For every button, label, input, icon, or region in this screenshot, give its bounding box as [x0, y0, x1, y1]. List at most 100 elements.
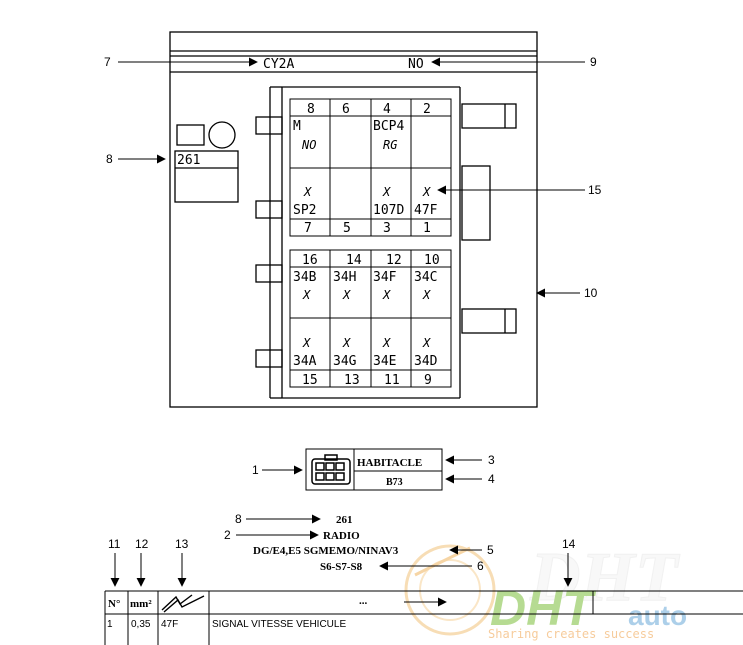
watermark: DHT DHT auto Sharing creates success [404, 539, 687, 641]
callout-4: 4 [488, 472, 495, 486]
pin-x-mark: X [422, 185, 431, 199]
wire-table [104, 590, 743, 645]
pin-wire-code: 34D [414, 354, 438, 369]
pin-number: 4 [383, 102, 391, 117]
section-zigzag-icon [161, 594, 205, 613]
pin-x-mark: X [382, 185, 391, 199]
pin-x-mark: X [303, 185, 312, 199]
callout-6: 6 [477, 559, 484, 573]
pin-number: 6 [342, 102, 350, 117]
upper-pin-block [289, 98, 452, 237]
pin-number: 1 [423, 221, 431, 236]
pin-wire-code: 34G [333, 354, 357, 369]
pin-wire-code: 34E [373, 354, 396, 369]
callout-1: 1 [252, 463, 259, 477]
cell-number: 1 [107, 619, 113, 630]
pin-wire-code: 34H [333, 270, 356, 285]
pin-wire-code: 34A [293, 354, 317, 369]
pin-x-mark: X [342, 336, 351, 350]
pin-x-mark: X [422, 288, 431, 302]
legend-number: 261 [336, 514, 353, 526]
legend-callout-numbers: 1 3 4 8 2 5 6 [224, 453, 495, 573]
pin-number: 10 [424, 253, 440, 268]
callout-3: 3 [488, 453, 495, 467]
watermark-brand-auto: auto [628, 600, 687, 631]
header-dots: ... [359, 595, 368, 607]
pin-wire-color: RG [383, 138, 397, 152]
wire-table-header: N° mm² ... [108, 595, 368, 610]
pin-number: 13 [344, 373, 360, 388]
callout-13: 13 [175, 537, 189, 551]
pin-number: 8 [307, 102, 315, 117]
watermark-brand-dht: DHT [490, 580, 597, 636]
callout-numbers: 7 9 8 15 10 [104, 55, 602, 300]
pin-wire-color: NO [301, 138, 316, 152]
pin-x-mark: X [342, 288, 351, 302]
legend-function: RADIO [323, 530, 360, 542]
callout-8b: 8 [235, 512, 242, 526]
cell-function: SIGNAL VITESSE VEHICULE [212, 619, 346, 630]
lower-block-labels: 16 14 12 10 34B 34H 34F 34C X X X X X X … [293, 253, 440, 388]
pin-number: 2 [423, 102, 431, 117]
watermark-tagline: Sharing creates success [488, 627, 654, 641]
pin-wire-code: 34C [414, 270, 437, 285]
number-box-value: 261 [177, 153, 200, 168]
callout-11: 11 [108, 537, 121, 551]
pin-wire-code: 47F [414, 203, 438, 218]
connector-color: NO [408, 57, 424, 72]
callout-12: 12 [135, 537, 149, 551]
pin-wire-code: M [293, 119, 301, 134]
callout-arrows [118, 57, 585, 298]
legend-options: S6-S7-S8 [320, 561, 363, 573]
upper-block-labels: 8 6 4 2 M BCP4 NO RG X X X SP2 107D 47F … [293, 102, 438, 236]
circle-icon [208, 121, 236, 149]
header-number: N° [108, 598, 120, 610]
pin-x-mark: X [382, 288, 391, 302]
pin-number: 5 [343, 221, 351, 236]
pin-wire-code: 107D [373, 203, 404, 218]
pin-wire-code: BCP4 [373, 119, 404, 134]
pin-number: 14 [346, 253, 362, 268]
callout-8: 8 [106, 152, 113, 166]
pin-x-mark: X [382, 336, 391, 350]
legend-location: HABITACLE [357, 457, 422, 469]
square-icon [176, 124, 205, 146]
connector-code: CY2A [263, 57, 294, 72]
pin-wire-code: SP2 [293, 203, 316, 218]
legend-code: B73 [386, 477, 403, 488]
callout-15: 15 [588, 183, 602, 197]
callout-9: 9 [590, 55, 597, 69]
callout-10: 10 [584, 286, 598, 300]
pin-number: 12 [386, 253, 402, 268]
pin-x-mark: X [422, 336, 431, 350]
cell-wire: 47F [161, 619, 178, 630]
pin-number: 9 [424, 373, 432, 388]
legend-callout-arrows [236, 455, 482, 571]
wire-table-row: 1 0,35 47F SIGNAL VITESSE VEHICULE [107, 619, 346, 630]
connector-frame [169, 31, 538, 408]
pin-number: 15 [302, 373, 318, 388]
callout-2: 2 [224, 528, 231, 542]
pin-number: 3 [383, 221, 391, 236]
callout-14: 14 [562, 537, 576, 551]
pin-number: 11 [384, 373, 400, 388]
cell-section: 0,35 [131, 619, 151, 630]
lower-pin-block [289, 249, 452, 388]
pin-x-mark: X [302, 336, 311, 350]
connector-icon [311, 454, 351, 485]
legend-equipment: DG/E4,E5 SGMEMO/NINAV3 [253, 545, 399, 557]
legend-box [305, 448, 443, 491]
callout-5: 5 [487, 543, 494, 557]
pin-x-mark: X [302, 288, 311, 302]
watermark-ghost: DHT [529, 539, 681, 616]
column-callout-arrows [110, 553, 573, 607]
header-section: mm² [130, 598, 152, 610]
pin-number: 7 [304, 221, 312, 236]
legend-text: 261 RADIO DG/E4,E5 SGMEMO/NINAV3 S6-S7-S… [253, 514, 399, 573]
pin-wire-code: 34F [373, 270, 397, 285]
pin-wire-code: 34B [293, 270, 317, 285]
column-callout-numbers: 11 12 13 14 [108, 537, 576, 551]
callout-7: 7 [104, 55, 111, 69]
pin-number: 16 [302, 253, 318, 268]
